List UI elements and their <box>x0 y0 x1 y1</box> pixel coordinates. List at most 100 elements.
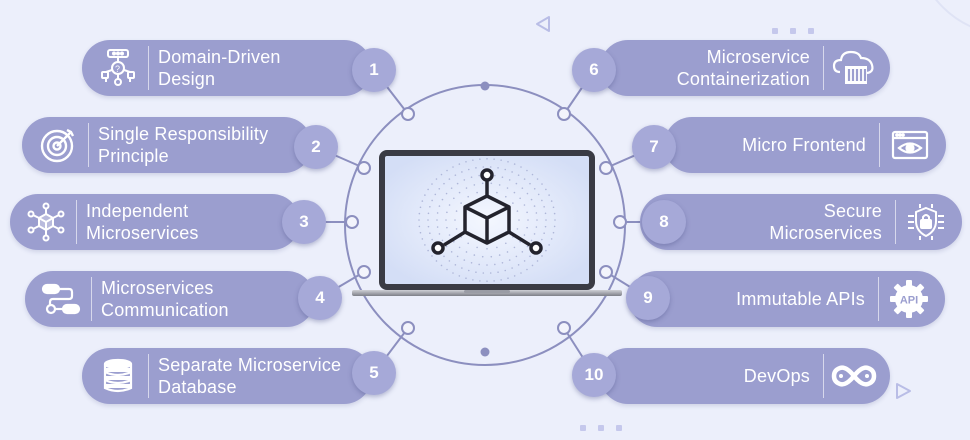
screen-pattern-dot <box>507 277 509 280</box>
ring-node <box>357 161 371 175</box>
screen-pattern-dot <box>453 197 455 200</box>
screen-pattern-dot <box>473 254 476 256</box>
card-divider <box>878 277 879 321</box>
screen-pattern-dot <box>497 271 499 273</box>
screen-pattern-dot <box>438 233 441 235</box>
screen-pattern-dot <box>523 204 526 206</box>
screen-pattern-dot <box>450 187 453 189</box>
screen-pattern-dot <box>460 202 462 204</box>
screen-pattern-dot <box>527 219 529 221</box>
step-number-badge: 10 <box>572 353 616 397</box>
screen-pattern-dot <box>541 255 543 257</box>
screen-pattern-dot <box>490 182 493 185</box>
screen-pattern-dot <box>553 225 556 228</box>
ring-node <box>557 321 571 335</box>
screen-pattern-dot <box>486 264 488 266</box>
screen-pattern-dot <box>482 166 485 168</box>
screen-pattern-dot <box>434 193 437 196</box>
screen-pattern-dot <box>517 264 520 266</box>
screen-pattern-dot <box>453 240 455 243</box>
screen-pattern-dot <box>544 212 547 215</box>
screen-pattern-dot <box>536 178 539 180</box>
screen-pattern-dot <box>521 251 524 253</box>
domain-model-icon: ? <box>86 40 150 96</box>
screen-pattern-dot <box>508 259 511 261</box>
screen-pattern-dot <box>446 211 448 214</box>
ring-dot <box>480 347 490 357</box>
card-divider <box>895 200 896 244</box>
screen-pattern-dot <box>476 246 478 249</box>
step-number-badge: 9 <box>626 276 670 320</box>
feature-label-line: Micro Frontend <box>742 135 866 155</box>
step-number-badge: 3 <box>282 200 326 244</box>
screen-pattern-dot <box>482 272 485 274</box>
card-divider <box>823 46 824 90</box>
screen-pattern-dot <box>479 280 481 282</box>
dot-decoration <box>808 28 814 34</box>
ring-dot <box>480 81 490 91</box>
ring-node <box>401 321 415 335</box>
screen-pattern-dot <box>554 219 556 221</box>
screen-pattern-dot <box>535 226 538 228</box>
screen-pattern-dot <box>435 260 438 262</box>
ring-node <box>613 215 627 229</box>
screen-pattern-dot <box>526 245 529 248</box>
screen-pattern-dot <box>456 182 459 185</box>
dot-decoration <box>580 425 586 431</box>
api-gear-icon: API <box>877 271 941 327</box>
screen-pattern-dot <box>448 204 451 206</box>
feature-label-line: Design <box>158 69 216 89</box>
screen-pattern-dot <box>497 167 499 169</box>
screen-pattern-dot <box>467 242 469 245</box>
ring-node <box>557 107 571 121</box>
screen-pattern-dot <box>472 159 474 161</box>
screen-pattern-dot <box>506 187 509 189</box>
screen-pattern-dot <box>533 187 536 190</box>
screen-pattern-dot <box>511 267 513 269</box>
screen-pattern-dot <box>427 225 430 228</box>
ring-node <box>401 107 415 121</box>
cube-network-icon <box>431 168 543 255</box>
screen-pattern-dot <box>531 264 534 267</box>
screen-pattern-dot <box>519 197 521 200</box>
screen-pattern-dot <box>523 234 526 236</box>
laptop-illustration <box>352 150 622 296</box>
screen-pattern-dot <box>511 171 513 173</box>
screen-pattern-dot <box>494 263 496 266</box>
screen-pattern-dot <box>515 255 518 258</box>
screen-pattern-dot <box>544 225 547 228</box>
screen-pattern-dot <box>427 188 429 191</box>
screen-pattern-dot <box>486 248 488 250</box>
screen-pattern-dot <box>418 219 420 221</box>
screen-pattern-dot <box>478 174 480 177</box>
ring-node <box>599 265 613 279</box>
dot-decoration <box>616 425 622 431</box>
screen-pattern-dot <box>496 191 498 194</box>
feature-card: Micro Frontend <box>664 117 946 173</box>
screen-pattern-dot <box>498 184 501 186</box>
screen-pattern-dot <box>526 268 528 271</box>
screen-pattern-dot <box>463 179 466 181</box>
screen-pattern-dot <box>458 163 461 165</box>
screen-pattern-dot <box>552 206 555 209</box>
screen-pattern-dot <box>441 239 444 242</box>
screen-pattern-dot <box>529 255 531 258</box>
screen-pattern-dot <box>545 188 547 191</box>
screen-pattern-dot <box>465 187 468 189</box>
screen-pattern-dot <box>452 272 454 274</box>
screen-pattern-dot <box>424 244 426 246</box>
screen-pattern-dot <box>436 226 439 228</box>
screen-pattern-dot <box>454 219 456 221</box>
screen-pattern-dot <box>519 240 521 243</box>
screen-pattern-dot <box>489 166 492 168</box>
cloud-container-icon <box>822 40 886 96</box>
database-icon <box>86 348 150 404</box>
screen-pattern-dot <box>541 199 543 202</box>
feature-label-line: Separate Microservice <box>158 355 342 375</box>
screen-pattern-dot <box>443 182 445 185</box>
screen-pattern-dot <box>476 191 478 194</box>
screen-pattern-dot <box>446 268 448 271</box>
triangle-decoration <box>896 383 911 399</box>
